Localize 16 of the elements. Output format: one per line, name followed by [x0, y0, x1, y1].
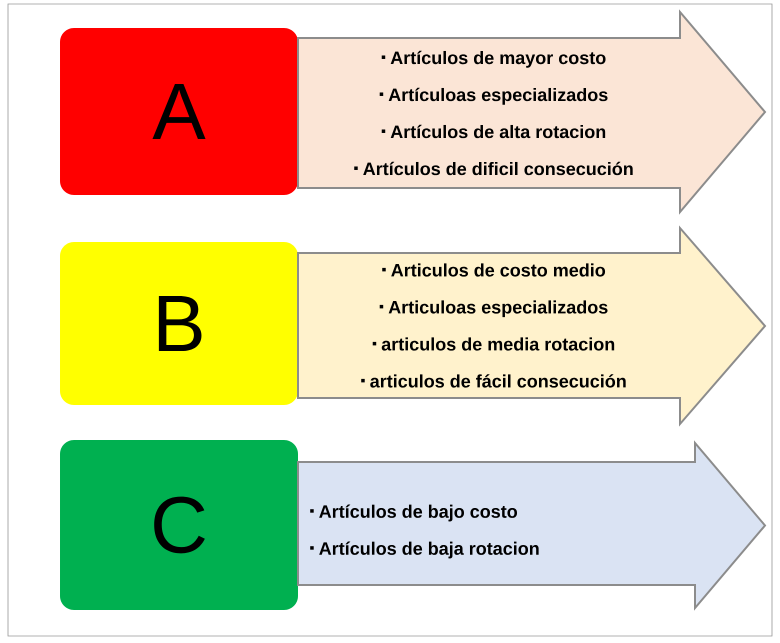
list-item: Artículoas especializados: [380, 88, 608, 105]
arrow-shape: [297, 440, 766, 611]
letter-box: C: [60, 440, 298, 610]
list-item: articulos de media rotacion: [372, 337, 614, 351]
list-item: Artículos de dificil consecución: [354, 162, 633, 176]
arrow-shape: [297, 225, 766, 427]
list-item: Artículos de alta rotacion: [382, 124, 606, 138]
letter-box: B: [60, 242, 298, 405]
list-item: Artículos de bajo costo: [310, 504, 518, 522]
list-item: articulos de fácil consecución: [361, 374, 626, 388]
list-item: Articulos de costo medio: [382, 263, 606, 277]
list-item: Articuloas especializados: [380, 300, 608, 318]
list-item: Artículos de baja rotacion: [310, 542, 539, 558]
list-item: Artículos de mayor costo: [382, 50, 606, 68]
letter-box: A: [60, 28, 298, 195]
arrow-shape: [297, 9, 766, 215]
